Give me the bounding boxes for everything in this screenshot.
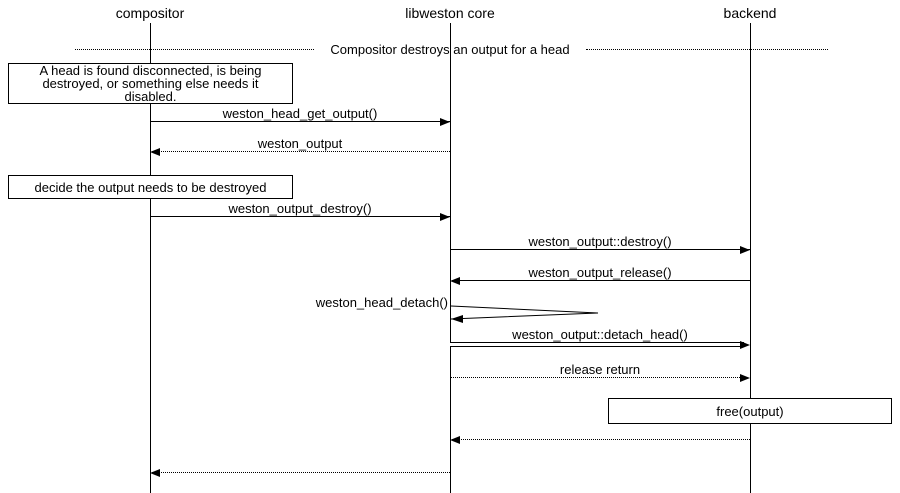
note-decide-destroy: decide the output needs to be destroyed bbox=[8, 175, 293, 199]
message-return-compositor-line bbox=[152, 472, 450, 473]
message-return-backend-line bbox=[452, 439, 750, 440]
actor-backend: backend bbox=[723, 5, 777, 21]
divider-line-left bbox=[75, 49, 314, 50]
arrowhead-right-icon bbox=[440, 118, 450, 126]
message-weston-output-release-label: weston_output_release() bbox=[528, 265, 672, 280]
message-weston-head-get-output-line bbox=[150, 121, 450, 122]
arrowhead-left-icon bbox=[150, 469, 160, 477]
arrowhead-left-icon bbox=[450, 277, 460, 285]
message-weston-output-destroy-label: weston_output_destroy() bbox=[228, 201, 372, 216]
divider-title: Compositor destroys an output for a head bbox=[330, 42, 570, 57]
message-release-return-line bbox=[450, 377, 744, 378]
message-weston-output-label: weston_output bbox=[257, 136, 343, 151]
message-output-detach-head-line bbox=[450, 342, 744, 347]
actor-libweston-core: libweston core bbox=[405, 5, 495, 21]
lifeline-backend bbox=[750, 23, 751, 493]
lifeline-libweston-core bbox=[450, 23, 451, 493]
note-free-output: free(output) bbox=[608, 398, 892, 424]
arrowhead-left-icon bbox=[150, 148, 160, 156]
message-weston-output-release-line bbox=[452, 280, 750, 281]
message-output-destroy-vfunc-line bbox=[450, 249, 750, 250]
arrowhead-left-icon bbox=[450, 436, 460, 444]
message-output-detach-head-label: weston_output::detach_head() bbox=[512, 327, 688, 342]
message-output-destroy-vfunc-label: weston_output::destroy() bbox=[528, 234, 672, 249]
note-head-disconnected: A head is found disconnected, is being d… bbox=[8, 63, 293, 104]
actor-compositor: compositor bbox=[115, 5, 185, 21]
message-weston-output-line bbox=[152, 151, 450, 152]
arrowhead-right-icon bbox=[740, 341, 750, 349]
self-message-arrow-icon bbox=[450, 305, 599, 323]
arrowhead-right-icon bbox=[740, 246, 750, 254]
lifeline-compositor bbox=[150, 23, 151, 493]
divider-line-right bbox=[586, 49, 828, 50]
message-weston-head-get-output-label: weston_head_get_output() bbox=[222, 106, 378, 121]
arrowhead-right-icon bbox=[740, 374, 750, 382]
message-weston-output-destroy-line bbox=[150, 216, 450, 217]
message-release-return-label: release return bbox=[559, 362, 641, 377]
message-weston-head-detach-label: weston_head_detach() bbox=[315, 295, 448, 310]
arrowhead-right-icon bbox=[440, 213, 450, 221]
